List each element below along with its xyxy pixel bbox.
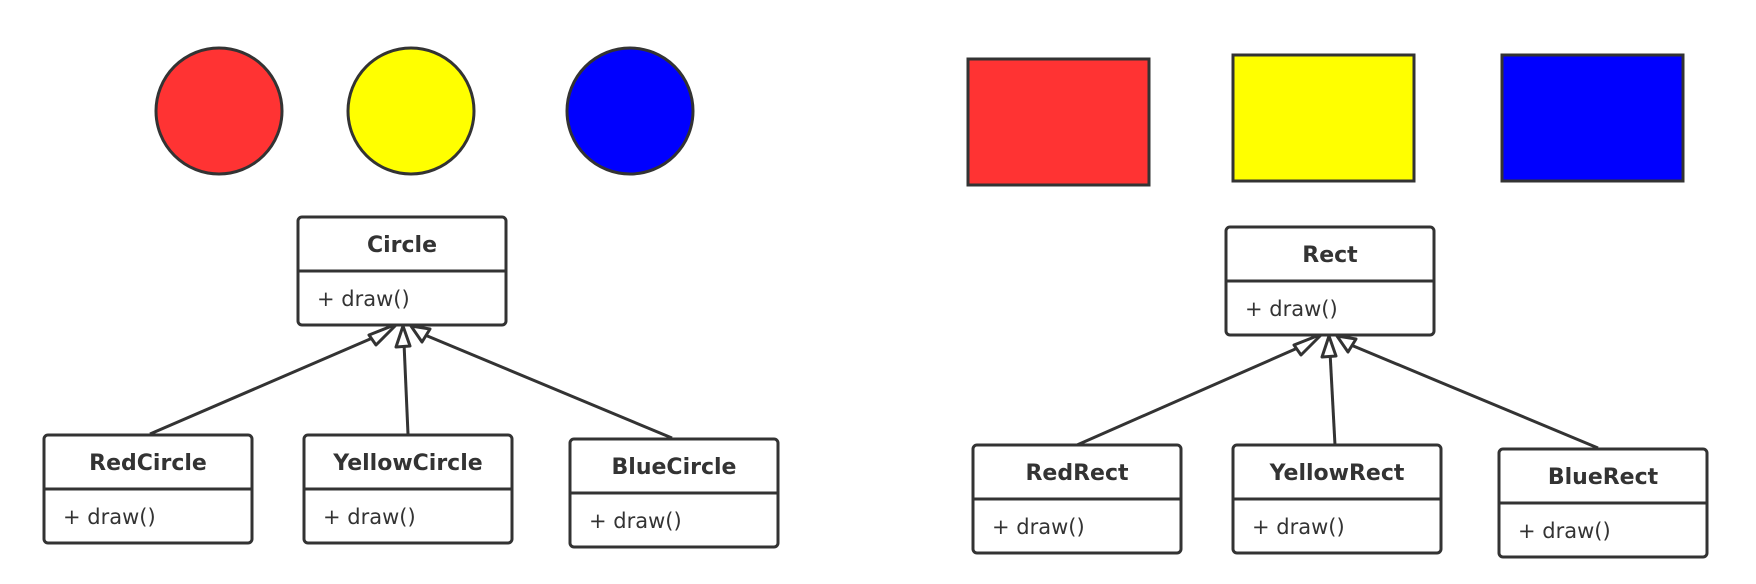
class-method: + draw() — [317, 287, 410, 311]
arrowhead-icon — [1320, 334, 1338, 359]
blue-rect-shape — [1500, 53, 1685, 183]
class-method: + draw() — [1518, 519, 1611, 543]
class-method: + draw() — [323, 505, 416, 529]
circle-inheritance-edges — [149, 322, 673, 440]
red-rect-shape — [966, 57, 1151, 187]
arrowhead-icon — [394, 324, 412, 349]
blue-circle-shape — [565, 46, 695, 176]
class-name: RedCircle — [89, 451, 207, 476]
red-circle-shape — [154, 46, 284, 176]
edge-yellowcircle-to-circle — [402, 342, 410, 435]
edge-bluerect-to-rect — [1350, 343, 1599, 450]
class-method: + draw() — [1245, 297, 1338, 321]
rect-inheritance-edges — [1076, 332, 1599, 450]
class-name: BlueRect — [1548, 465, 1659, 490]
class-method: + draw() — [63, 505, 156, 529]
yellow-rect-shape — [1231, 53, 1416, 183]
class-name: BlueCircle — [612, 455, 737, 480]
class-box-redrect: RedRect + draw() — [971, 443, 1183, 555]
edge-bluecircle-to-circle — [424, 333, 673, 440]
class-method: + draw() — [992, 515, 1085, 539]
arrowhead-icon — [1335, 334, 1358, 354]
class-box-circle: Circle + draw() — [296, 215, 508, 327]
arrowhead-icon — [409, 324, 432, 344]
edge-yellowrect-to-rect — [1328, 351, 1337, 446]
edge-redrect-to-rect — [1076, 341, 1310, 447]
class-method: + draw() — [1252, 515, 1345, 539]
class-box-yellowrect: YellowRect + draw() — [1231, 443, 1443, 555]
class-name: RedRect — [1025, 461, 1129, 486]
class-method: + draw() — [589, 509, 682, 533]
class-box-redcircle: RedCircle + draw() — [42, 433, 254, 545]
edge-redcircle-to-circle — [149, 331, 385, 436]
arrowhead-icon — [367, 322, 399, 347]
class-box-rect: Rect + draw() — [1224, 225, 1436, 337]
class-name: Rect — [1302, 243, 1358, 268]
class-name: YellowCircle — [332, 451, 482, 476]
yellow-circle-shape — [346, 46, 476, 176]
class-name: YellowRect — [1269, 461, 1405, 486]
class-box-bluecircle: BlueCircle + draw() — [568, 437, 780, 549]
class-name: Circle — [367, 233, 437, 258]
class-box-yellowcircle: YellowCircle + draw() — [302, 433, 514, 545]
class-box-bluerect: BlueRect + draw() — [1497, 447, 1709, 559]
arrowhead-icon — [1292, 332, 1324, 357]
